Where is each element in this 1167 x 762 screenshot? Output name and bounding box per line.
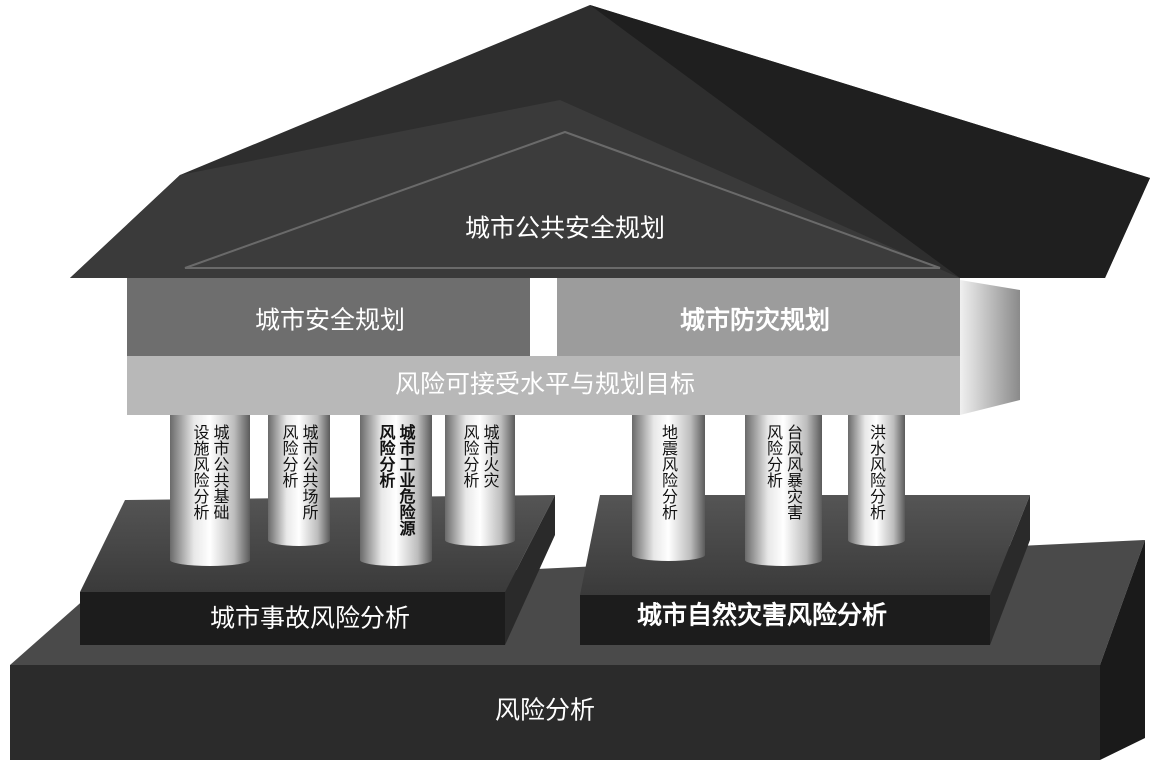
left-beam-label: 城市安全规划 bbox=[255, 306, 405, 335]
column-shaft bbox=[268, 412, 330, 540]
column-label: 风险分析 bbox=[377, 424, 396, 489]
column-base bbox=[268, 534, 330, 546]
column-label: 风险分析 bbox=[461, 424, 480, 488]
column-label: 风险分析 bbox=[280, 424, 299, 488]
right-beam-label: 城市防灾规划 bbox=[680, 306, 830, 335]
roof: 城市公共安全规划 bbox=[70, 5, 1150, 278]
column-shaft bbox=[360, 412, 432, 560]
column-base bbox=[848, 534, 905, 546]
column-7: 洪水风险分析 bbox=[848, 412, 905, 546]
column-shaft bbox=[632, 412, 705, 555]
base-label: 风险分析 bbox=[495, 696, 595, 725]
left-beam bbox=[127, 278, 530, 356]
roof-title: 城市公共安全规划 bbox=[465, 214, 665, 243]
column-shaft bbox=[445, 412, 515, 540]
beams: 城市安全规划 城市防灾规划 风险可接受水平与规划目标 bbox=[127, 278, 1020, 415]
column-shaft bbox=[848, 412, 905, 540]
column-label: 地震风险分析 bbox=[659, 424, 678, 520]
columns-group: 城市公共基础设施风险分析城市公共场所风险分析城市工业危险源风险分析城市火灾风险分… bbox=[170, 412, 905, 566]
column-label: 洪水风险分析 bbox=[867, 424, 886, 520]
column-shaft bbox=[745, 412, 822, 560]
column-label: 城市公共场所 bbox=[300, 424, 319, 520]
column-label: 风险分析 bbox=[764, 424, 783, 488]
column-label: 城市火灾 bbox=[481, 424, 500, 488]
column-base bbox=[445, 534, 515, 546]
right-platform-label: 城市自然灾害风险分析 bbox=[637, 601, 887, 630]
column-base bbox=[170, 554, 250, 566]
column-label: 城市工业危险源 bbox=[397, 424, 416, 537]
lower-beam-label: 风险可接受水平与规划目标 bbox=[395, 370, 695, 399]
column-label: 设施风险分析 bbox=[191, 424, 210, 520]
column-label: 台风风暴灾害 bbox=[784, 424, 803, 520]
column-5: 地震风险分析 bbox=[632, 412, 705, 561]
lower-beam bbox=[127, 356, 960, 415]
column-base bbox=[360, 554, 432, 566]
column-label: 城市公共基础 bbox=[211, 424, 230, 520]
right-beam bbox=[557, 278, 960, 356]
column-base bbox=[745, 554, 822, 566]
column-shaft bbox=[170, 412, 250, 560]
left-platform-label: 城市事故风险分析 bbox=[210, 604, 410, 633]
column-base bbox=[632, 549, 705, 561]
